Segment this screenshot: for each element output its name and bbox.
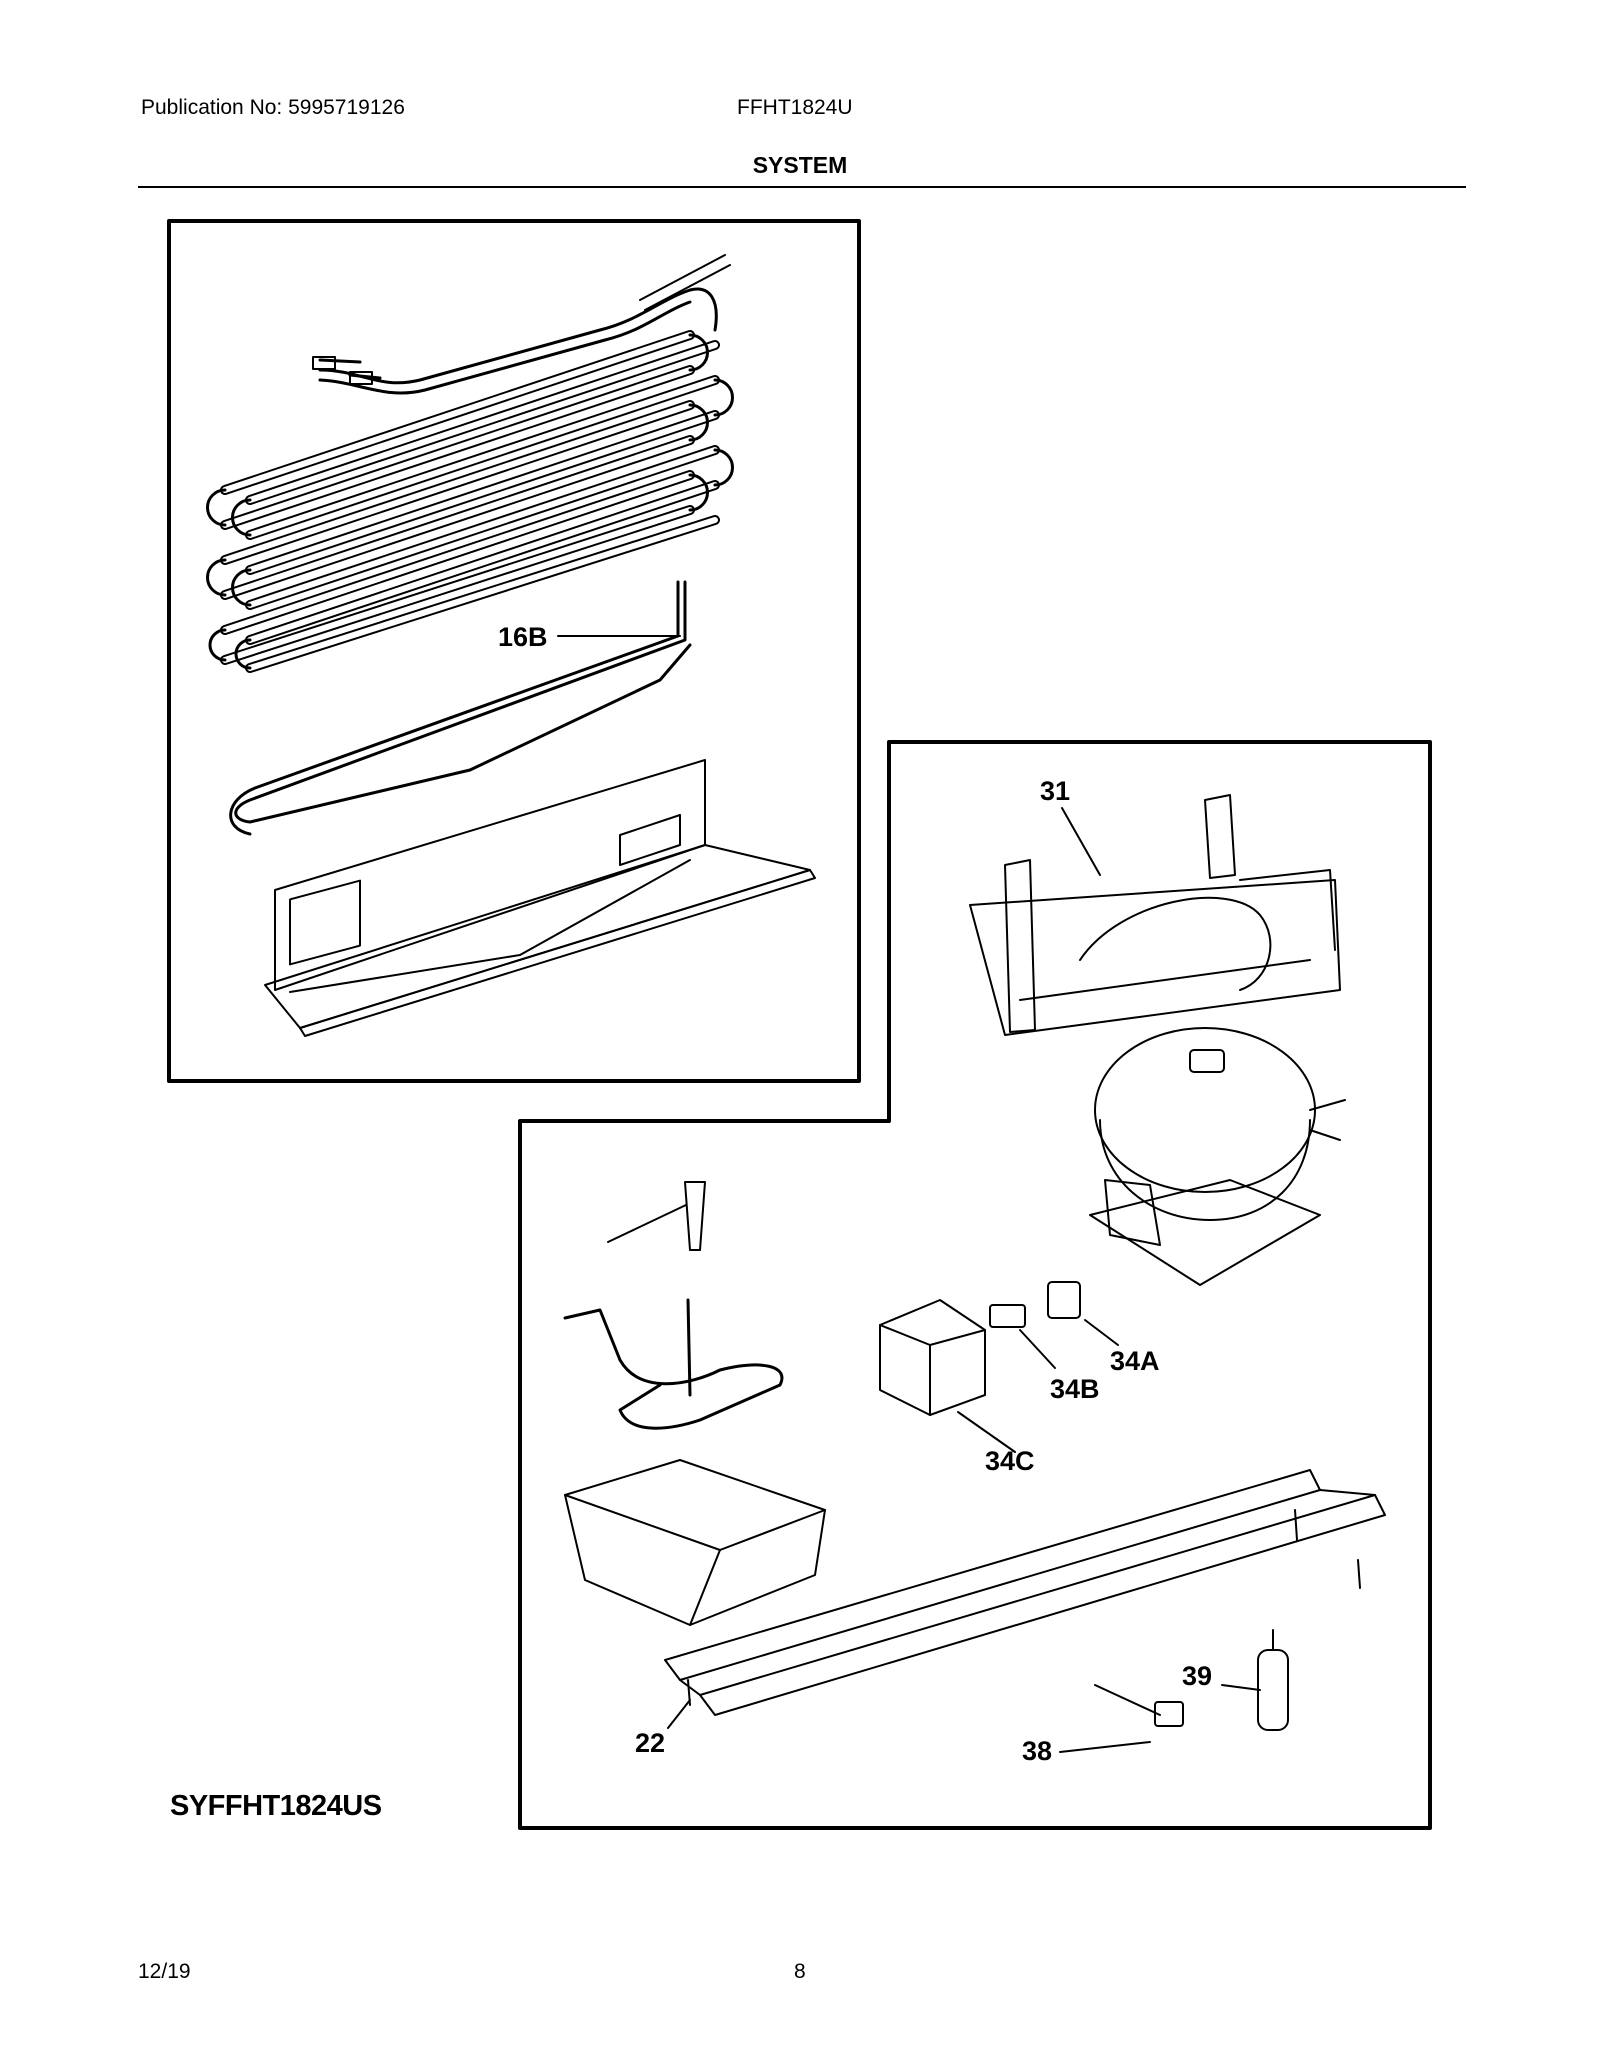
part-label-34b: 34B [1050, 1374, 1100, 1404]
part-label-39: 39 [1182, 1661, 1212, 1691]
drain-pan-drawing [264, 759, 816, 1037]
evaporator-frame [167, 219, 861, 1083]
footer-date: 12/19 [138, 1960, 191, 1983]
capillary-tube-drawing [563, 1308, 784, 1430]
relay-drawing [1047, 1281, 1081, 1319]
publication-number: Publication No: 5995719126 [141, 96, 405, 119]
page-number: 8 [794, 1960, 806, 1983]
part-label-34a: 34A [1110, 1346, 1160, 1376]
compressor-drawing [1089, 1027, 1346, 1286]
model-number: FFHT1824U [737, 96, 853, 119]
base-rails-drawing [664, 1469, 1386, 1716]
page-title: SYSTEM [752, 152, 848, 178]
capacitor-drawing [1257, 1629, 1289, 1731]
part-label-22: 22 [635, 1728, 665, 1758]
leader-lines [557, 635, 1261, 1753]
part-label-31: 31 [1040, 776, 1070, 806]
evaporator-coil-drawing [206, 254, 734, 673]
relay-cover-drawing [879, 1299, 986, 1416]
compressor-base-drawing [969, 794, 1341, 1036]
drier-drawing [607, 1181, 706, 1251]
diagram-model-code: SYFFHT1824US [170, 1790, 382, 1822]
compressor-frame [518, 740, 1432, 1830]
part-label-38: 38 [1022, 1736, 1052, 1766]
part-label-16b: 16B [498, 622, 548, 652]
overload-drawing [989, 1304, 1026, 1328]
part-label-34c: 34C [985, 1446, 1035, 1476]
header-rule [138, 186, 1466, 188]
drain-tube-drawing [234, 580, 692, 824]
condensate-tray-drawing [564, 1459, 826, 1626]
plug-drawing [1094, 1684, 1184, 1727]
